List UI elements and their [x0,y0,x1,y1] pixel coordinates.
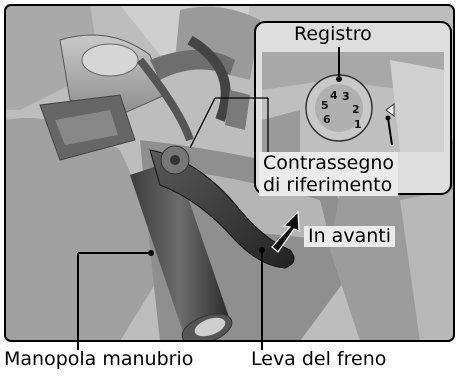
reference-mark-label-line2: di riferimento [263,174,393,196]
dial-number-4: 4 [330,89,338,102]
reference-mark-icon [385,103,395,117]
figure-frame [4,4,455,342]
dial-number-3: 3 [342,90,350,103]
adjuster-label: Registro [294,23,372,45]
reference-mark-label: Contrassegno di riferimento [259,152,399,196]
handlebar-grip-label: Manopola manubrio [4,348,194,370]
dial-number-5: 5 [321,99,329,112]
dial-number-1: 1 [354,118,362,131]
adjuster-inset: 1 2 3 4 5 6 [254,21,452,195]
dial-number-2: 2 [352,103,360,116]
reference-mark-label-line1: Contrassegno [263,152,395,174]
forward-arrow-icon [271,210,300,253]
brake-lever-label: Leva del freno [251,348,387,370]
dial-number-6: 6 [323,113,331,126]
forward-label: In avanti [304,226,395,247]
